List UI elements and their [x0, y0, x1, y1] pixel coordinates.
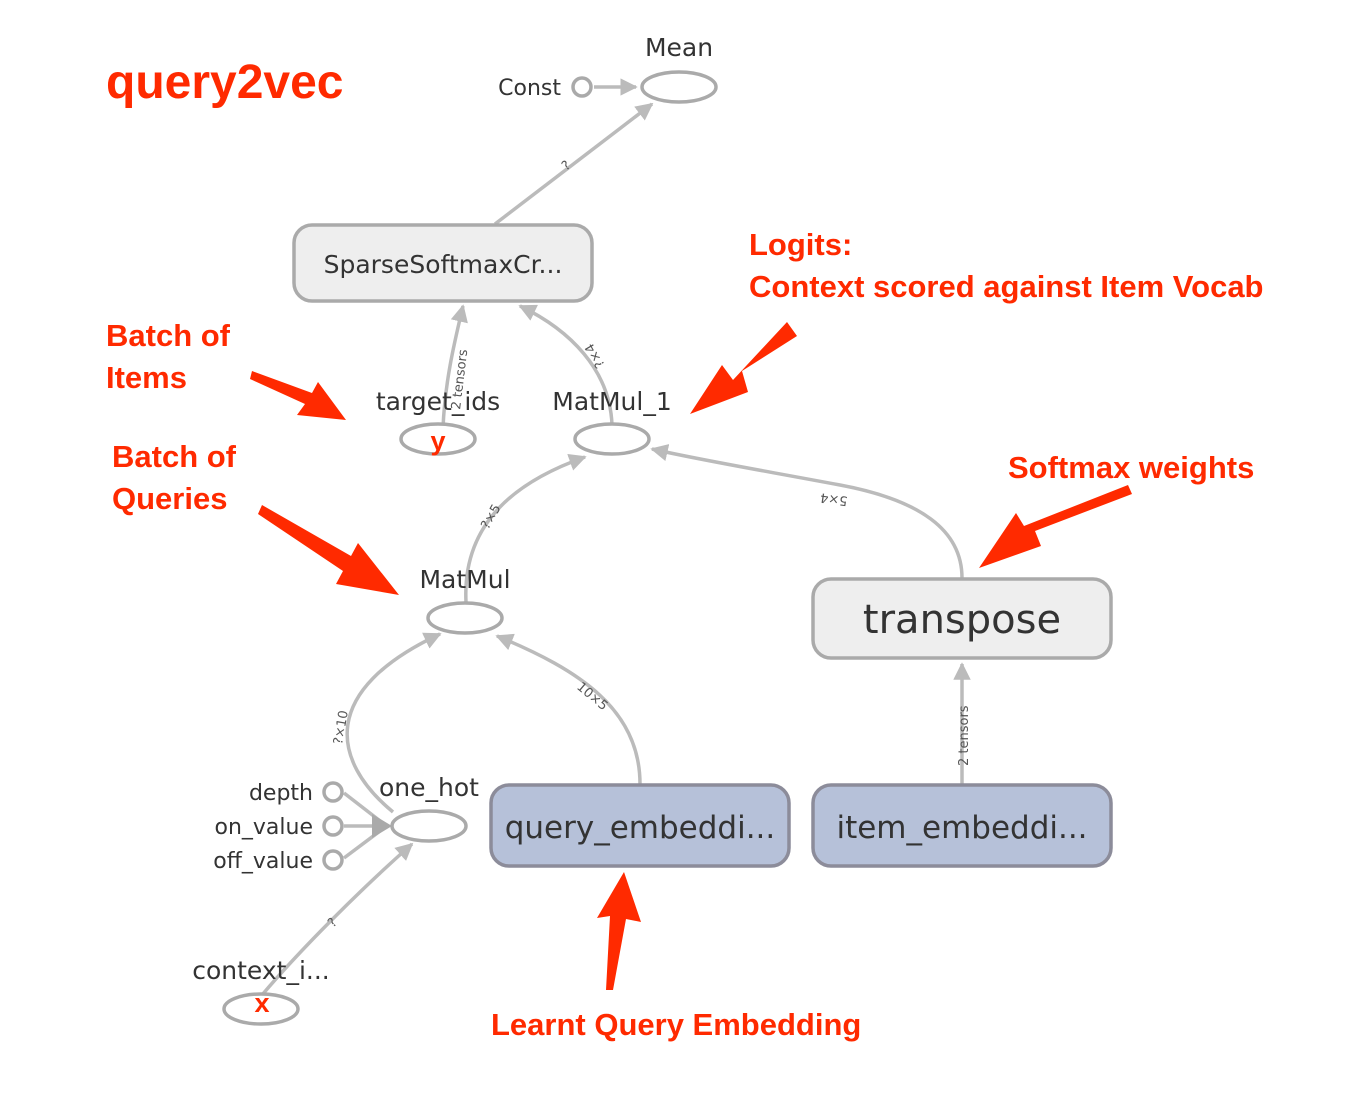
edge-label-onehot-matmul: ?×10 [331, 709, 352, 745]
edge-matmul-matmul1[interactable] [464, 454, 587, 603]
edge-onehot-matmul[interactable] [345, 632, 442, 814]
node-query-embedding[interactable]: query_embeddi... [489, 783, 791, 868]
onehot-input-arrowhead [372, 814, 392, 838]
node-one-hot-oval[interactable] [390, 809, 468, 843]
node-on-value-label: on_value [215, 815, 314, 840]
node-off-value[interactable]: off_value [213, 849, 344, 874]
edge-label-item-transpose: 2 tensors [957, 705, 972, 766]
node-one-hot[interactable]: one_hot [379, 773, 479, 843]
node-matmul-oval[interactable] [426, 601, 504, 635]
node-transpose-box[interactable] [811, 577, 1113, 660]
node-const-label: Const [498, 76, 561, 101]
node-context-ids[interactable]: context_i... x [192, 956, 330, 1026]
annotations: Logits: Context scored against Item Voca… [106, 227, 1264, 1042]
annotation-learnt-query-embedding: Learnt Query Embedding [491, 1007, 861, 1042]
red-arrows [250, 322, 1132, 990]
marker-x: x [254, 988, 269, 1018]
red-arrow-batch-queries [258, 505, 399, 595]
edge-label-matmul1-sparse: ?×4 [582, 340, 608, 370]
node-query-embedding-box[interactable] [489, 783, 791, 868]
node-matmul[interactable]: MatMul [419, 565, 511, 635]
edge-sparse-mean[interactable] [493, 102, 654, 226]
red-arrow-learnt-query [597, 872, 641, 990]
node-target-ids-oval[interactable] [399, 422, 477, 456]
node-matmul-label: MatMul [419, 565, 510, 594]
node-const-circle[interactable] [571, 76, 593, 98]
node-item-embedding-box[interactable] [811, 783, 1113, 868]
node-sparse-softmax-label: SparseSoftmaxCr... [324, 250, 563, 279]
annotation-softmax-weights: Softmax weights [1008, 450, 1254, 485]
annotation-logits-line1: Logits: [749, 227, 852, 262]
node-depth-circle[interactable] [322, 781, 344, 803]
annotation-batch-items-line2: Items [106, 360, 187, 395]
marker-y: y [430, 426, 445, 456]
edge-context-onehot[interactable] [260, 842, 414, 997]
red-arrow-batch-items [250, 371, 346, 420]
node-transpose[interactable]: transpose [811, 577, 1113, 660]
node-off-value-circle[interactable] [322, 849, 344, 871]
node-on-value-circle[interactable] [322, 815, 344, 837]
annotation-batch-items-line1: Batch of [106, 318, 231, 353]
node-query-embedding-label: query_embeddi... [505, 810, 776, 846]
edge-label-target-sparse: 2 tensors [449, 348, 471, 410]
red-arrow-softmax-weights [979, 485, 1132, 568]
edge-transpose-matmul1[interactable] [650, 443, 964, 579]
node-context-ids-label: context_i... [192, 956, 330, 985]
red-arrow-logits [690, 322, 797, 414]
node-const[interactable]: Const [498, 76, 593, 101]
node-matmul-1-oval[interactable] [573, 422, 651, 456]
annotation-logits-line2: Context scored against Item Vocab [749, 269, 1264, 304]
node-sparse-softmax[interactable]: SparseSoftmaxCr... [292, 223, 594, 303]
node-one-hot-label: one_hot [379, 773, 479, 802]
edge-query-matmul[interactable] [495, 633, 642, 785]
node-item-embedding[interactable]: item_embeddi... [811, 783, 1113, 868]
annotation-batch-queries-line1: Batch of [112, 439, 237, 474]
page-title: query2vec [106, 56, 344, 109]
edge-label-transpose-matmul1: 5×4 [819, 489, 848, 508]
node-off-value-label: off_value [213, 849, 313, 874]
node-depth[interactable]: depth [249, 781, 344, 806]
node-matmul-1[interactable]: MatMul_1 [552, 387, 672, 456]
edge-matmul1-sparse[interactable] [518, 304, 614, 426]
node-sparse-softmax-box[interactable] [292, 223, 594, 303]
node-mean-label: Mean [645, 33, 713, 62]
node-matmul-1-label: MatMul_1 [552, 387, 671, 416]
node-transpose-label: transpose [863, 597, 1061, 643]
edge-label-query-matmul: 10×5 [573, 680, 610, 714]
annotation-batch-queries-line2: Queries [112, 481, 227, 516]
node-mean[interactable]: Mean [640, 33, 718, 104]
edges [260, 78, 971, 997]
node-mean-oval[interactable] [640, 70, 718, 104]
node-target-ids-label: target_ids [376, 387, 500, 416]
node-depth-label: depth [249, 781, 313, 806]
edge-target-sparse[interactable] [441, 304, 468, 429]
node-target-ids[interactable]: target_ids y [376, 387, 500, 456]
node-item-embedding-label: item_embeddi... [836, 810, 1087, 846]
node-context-ids-oval[interactable] [222, 992, 300, 1026]
node-on-value[interactable]: on_value [215, 815, 344, 840]
